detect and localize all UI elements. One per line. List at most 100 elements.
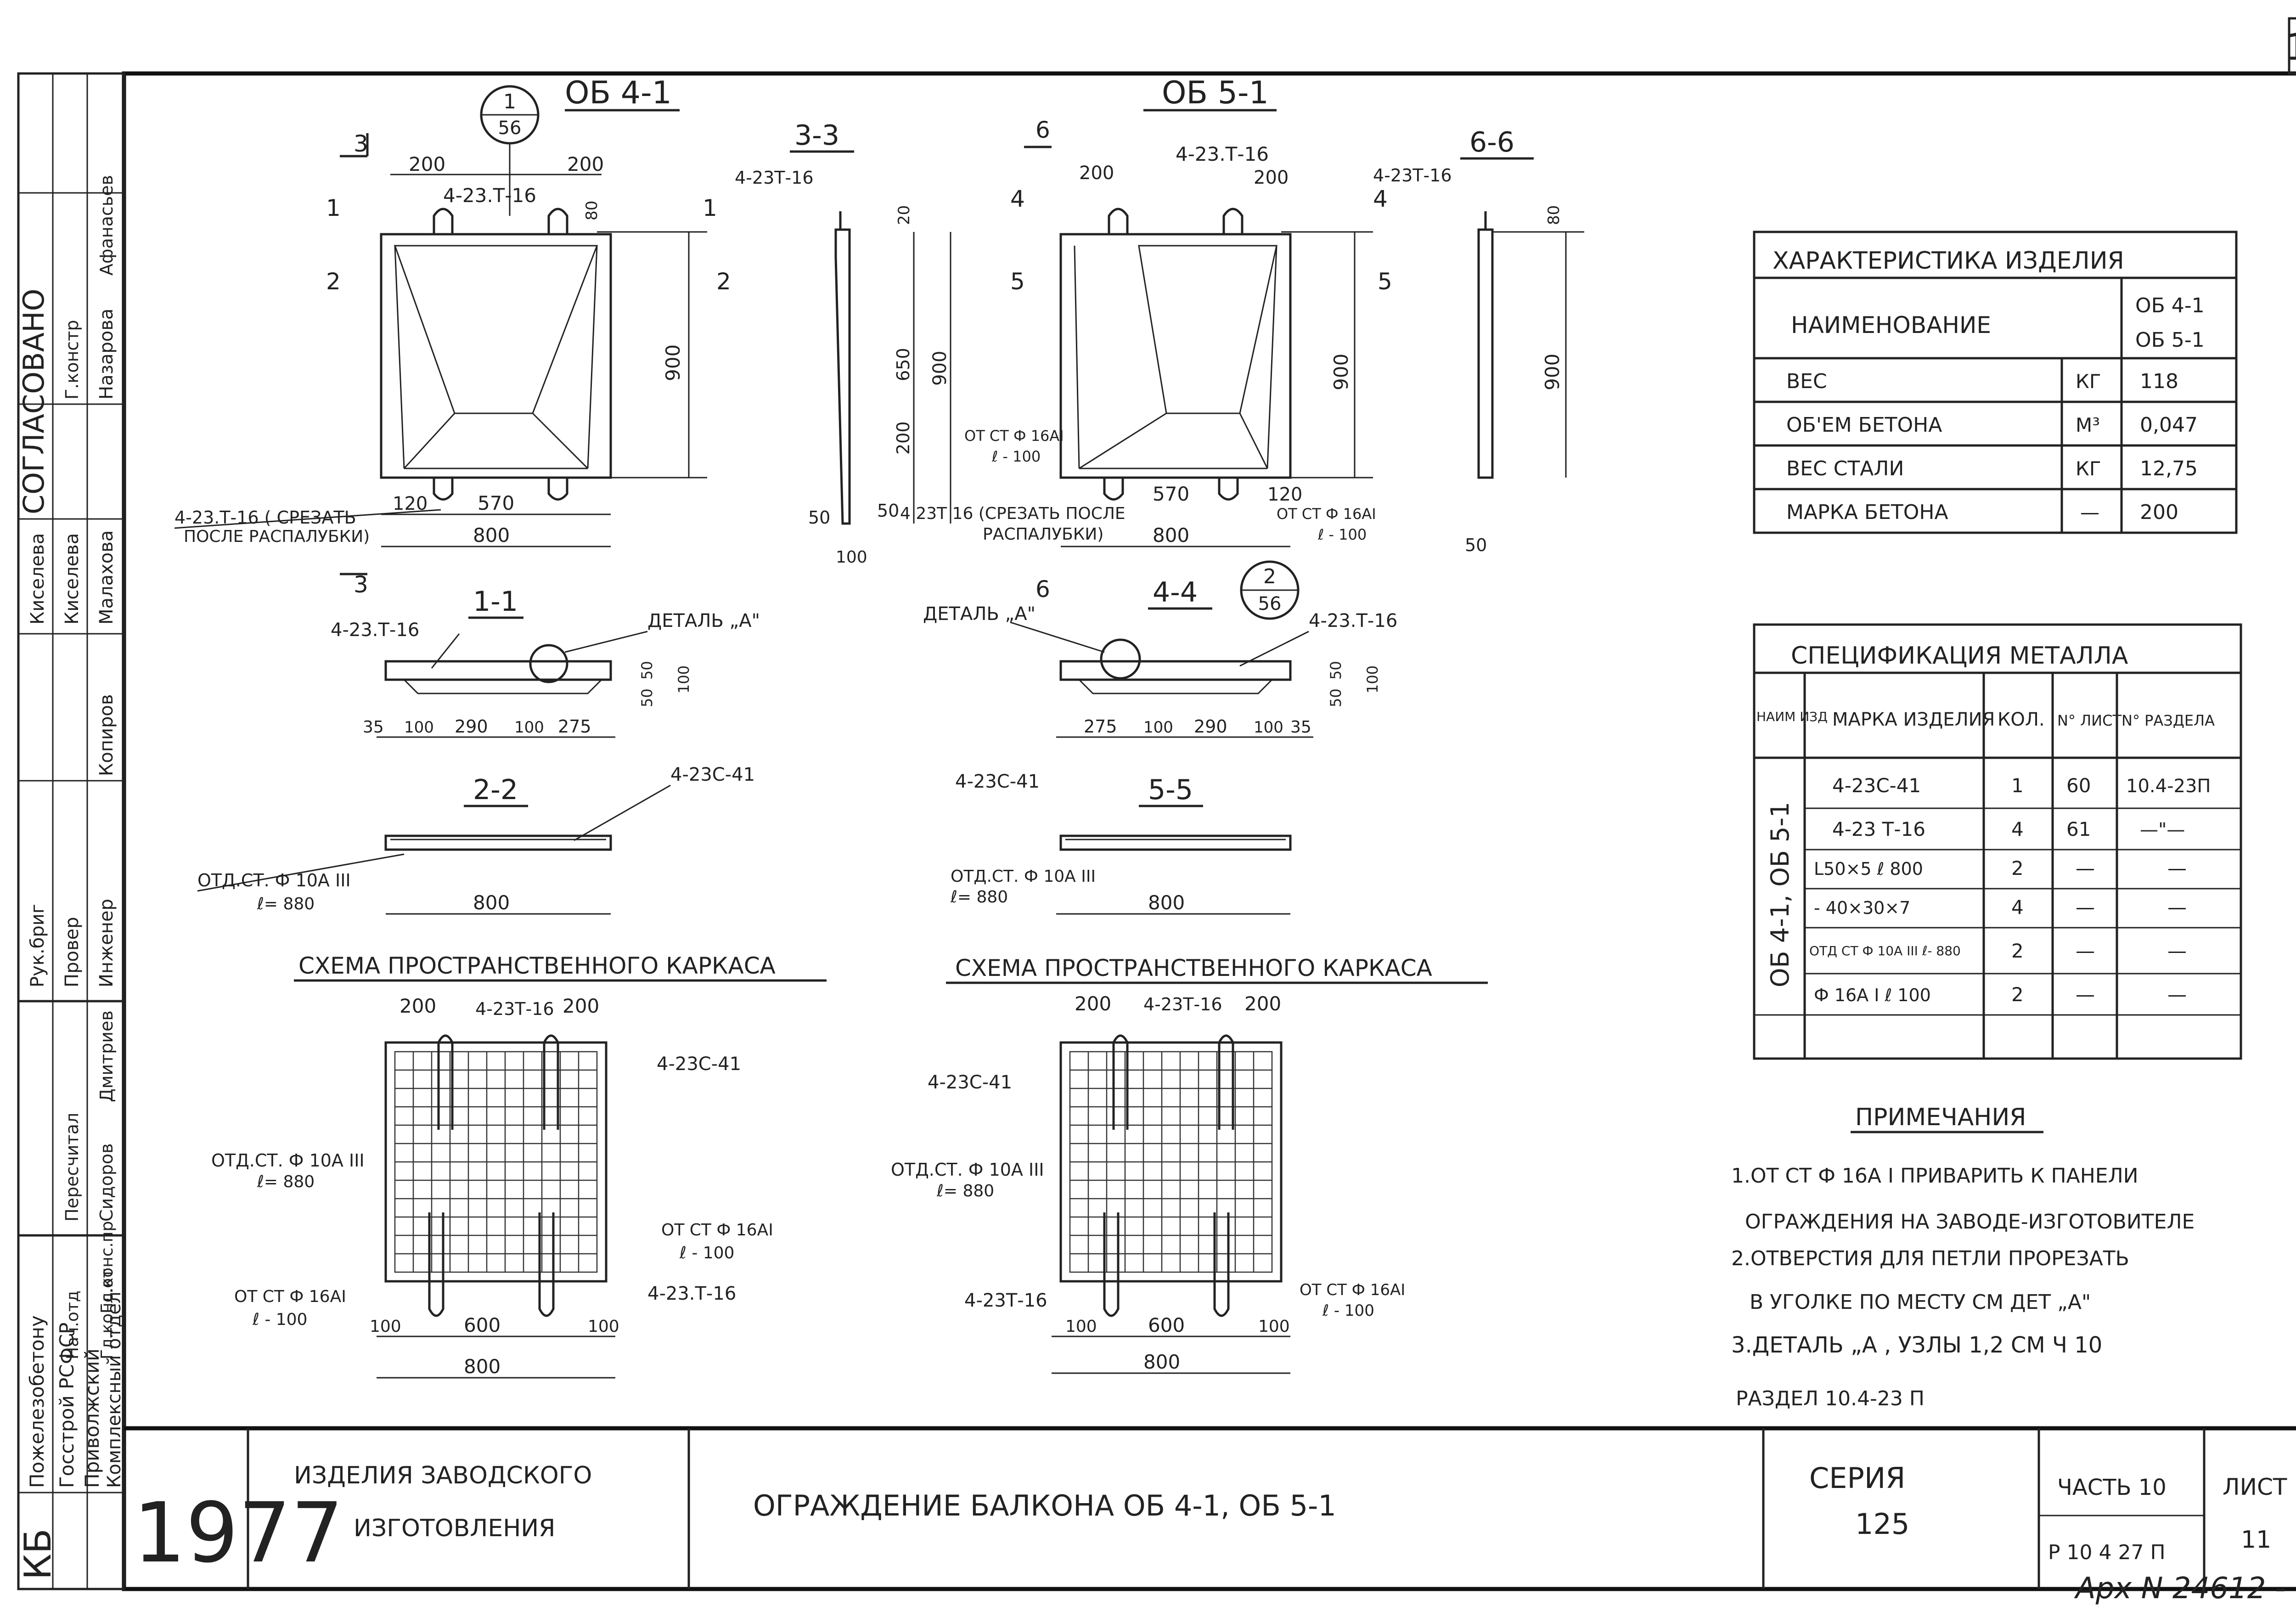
frame1-bar16-a: ОТ СТ Ф 16АI xyxy=(661,1221,773,1240)
frame1-d200b: 200 xyxy=(563,995,599,1017)
spec-r0-mark: 4-23С-41 xyxy=(1832,774,1921,797)
spec-title: СПЕЦИФИКАЦИЯ МЕТАЛЛА xyxy=(1791,642,2128,670)
characteristics-table: ХАРАКТЕРИСТИКА ИЗДЕЛИЯ НАИМЕНОВАНИЕ ОБ 4… xyxy=(1753,231,2238,534)
drawing-code: Р 10 4 27 П xyxy=(2048,1541,2166,1564)
spec-r4-section: — xyxy=(2167,940,2187,962)
sec33-dim-20: 20 xyxy=(895,205,913,225)
spec-h4: N° РАЗДЕЛА xyxy=(2122,712,2215,729)
spec-h3: N° ЛИСТ xyxy=(2057,712,2122,729)
role-0: Рук.бриг xyxy=(27,904,48,987)
sec33-bar16-b: ℓ - 100 xyxy=(991,448,1041,465)
notes-title: ПРИМЕЧАНИЯ xyxy=(1855,1104,2026,1131)
cut1-left: 1 xyxy=(326,195,341,221)
note-5: РАЗДЕЛ 10.4-23 П xyxy=(1736,1387,1925,1410)
bubble2-top: 2 xyxy=(1263,565,1276,588)
archive-number: Арх N 24612 - 12 xyxy=(2074,1572,2296,1606)
cut3-top: 3 xyxy=(354,130,368,157)
spec-r2-sheet: — xyxy=(2076,857,2095,879)
sec11-d100c: 100 xyxy=(675,665,692,693)
frame2-bar10-a: ОТД.СТ. Ф 10А III xyxy=(891,1160,1044,1180)
logo: КБ xyxy=(17,1528,59,1580)
ob41-dim-800: 800 xyxy=(473,524,510,547)
cut2-left: 2 xyxy=(326,268,341,295)
notes: ПРИМЕЧАНИЯ 1.ОТ СТ Ф 16А I ПРИВАРИТЬ К П… xyxy=(1731,1104,2195,1410)
spec-r5-mark: Ф 16А I ℓ 100 xyxy=(1814,985,1931,1005)
char-row0-value: 118 xyxy=(2140,370,2178,393)
char-row2-value: 12,75 xyxy=(2140,457,2198,480)
frame2-d100b: 100 xyxy=(1258,1317,1290,1336)
ob41-dim-200-right: 200 xyxy=(567,153,604,175)
ob51-bar16-a: ОТ СТ Ф 16АI xyxy=(1277,505,1376,523)
specification-table: СПЕЦИФИКАЦИЯ МЕТАЛЛА НАИМ ИЗД МАРКА ИЗДЕ… xyxy=(1753,623,2242,1060)
spec-r4-qty: 2 xyxy=(2011,940,2024,962)
note-0: 1.ОТ СТ Ф 16А I ПРИВАРИТЬ К ПАНЕЛИ xyxy=(1731,1164,2138,1188)
sec33-bar16-a: ОТ СТ Ф 16АI xyxy=(964,427,1064,445)
sec44-d100a: 100 xyxy=(1143,718,1173,737)
frame-scheme-ob51: СХЕМА ПРОСТРАНСТВЕННОГО КАРКАСА 200 4-23… xyxy=(891,955,1488,1374)
org-1: Госстрой РСФСР xyxy=(56,1323,78,1488)
spec-r2-qty: 2 xyxy=(2011,857,2024,879)
ob41-title: ОБ 4-1 xyxy=(565,75,672,111)
frame2-loop: 4-23Т-16 xyxy=(1143,994,1222,1014)
ob51-loop-label: 4-23.Т-16 xyxy=(1176,143,1269,165)
ob51-front-view: ОБ 5-1 4-23.Т-16 200 200 900 570 120 800… xyxy=(1010,75,1392,603)
note-1: ОГРАЖДЕНИЯ НА ЗАВОДЕ-ИЗГОТОВИТЕЛЕ xyxy=(1745,1210,2195,1234)
bubble1-top: 1 xyxy=(503,90,516,113)
sec11-d290: 290 xyxy=(455,716,488,737)
role3-1: Сидоров xyxy=(96,1143,117,1222)
ob41-loop-label: 4-23.Т-16 xyxy=(443,184,536,207)
spec-r0-qty: 1 xyxy=(2011,774,2024,797)
ob41-dim-200-left: 200 xyxy=(409,153,445,175)
frame1-mesh: 4-23С-41 xyxy=(657,1054,741,1075)
name-0: Киселева xyxy=(27,533,48,625)
char-row1-value: 0,047 xyxy=(2140,413,2198,437)
sec33-dim-100: 100 xyxy=(836,548,867,567)
frame2-d200a: 200 xyxy=(1075,992,1111,1015)
spec-h2: КОЛ. xyxy=(1998,709,2045,730)
section-4-4: 4-4 2 56 ДЕТАЛЬ „А" 4-23.Т-16 275 100 29… xyxy=(923,560,1397,738)
spec-r0-section: 10.4-23П xyxy=(2126,776,2211,797)
sec11-d35: 35 xyxy=(363,718,384,737)
category-1: ИЗДЕЛИЯ ЗАВОДСКОГО xyxy=(294,1462,592,1489)
role4-2: Гл.конс.пр xyxy=(98,1221,117,1313)
frame1-bar16-d: ℓ - 100 xyxy=(252,1310,307,1329)
page-number: 12 xyxy=(2285,26,2296,68)
cut4-right: 4 xyxy=(1373,186,1388,212)
frame1-d200a: 200 xyxy=(400,995,436,1017)
sec55-bar10-a: ОТД.СТ. Ф 10А III xyxy=(951,867,1096,886)
sec55-mesh: 4-23С-41 xyxy=(955,771,1040,792)
note-2: 2.ОТВЕРСТИЯ ДЛЯ ПЕТЛИ ПРОРЕЗАТЬ xyxy=(1731,1247,2129,1270)
section-2-2: 2-2 4-23С-41 ОТД.СТ. Ф 10А III ℓ= 880 80… xyxy=(197,764,755,915)
cut2-right: 2 xyxy=(716,268,731,295)
sec44-detail: ДЕТАЛЬ „А" xyxy=(923,603,1035,625)
frame1-d600: 600 xyxy=(464,1314,501,1336)
ob51-dim-120: 120 xyxy=(1267,484,1302,505)
ob51-title: ОБ 5-1 xyxy=(1162,75,1269,111)
sec11-detail: ДЕТАЛЬ „А" xyxy=(647,610,760,631)
series-label: СЕРИЯ xyxy=(1809,1461,1905,1495)
sec44-d35: 35 xyxy=(1290,718,1311,737)
frame1-bar16-c: ОТ СТ Ф 16АI xyxy=(234,1287,346,1306)
sec44-title: 4-4 xyxy=(1153,576,1198,609)
char-title: ХАРАКТЕРИСТИКА ИЗДЕЛИЯ xyxy=(1773,247,2124,275)
spec-r1-section: —"— xyxy=(2140,819,2185,840)
cut1-right: 1 xyxy=(703,195,717,221)
role2-1: Афанасьев xyxy=(96,175,117,276)
panel-outline-2 xyxy=(1059,233,1292,479)
spec-r5-section: — xyxy=(2167,983,2187,1006)
sheet-label: ЛИСТ xyxy=(2223,1474,2287,1500)
org-3: Комплексный отдел xyxy=(104,1291,125,1488)
char-row0-name: ВЕС xyxy=(1786,370,1827,393)
spec-r5-qty: 2 xyxy=(2011,983,2024,1006)
frame1-d100a: 100 xyxy=(370,1317,401,1336)
frame1-title: СХЕМА ПРОСТРАНСТВЕННОГО КАРКАСА xyxy=(298,952,776,979)
section-3-3: 3-3 4-23Т-16 650 900 200 20 50 100 50 ОТ… xyxy=(735,119,1125,567)
sec33-dim-50b: 50 xyxy=(877,501,899,521)
sec44-d290: 290 xyxy=(1194,716,1227,737)
sec44-d50b: 50 xyxy=(1327,688,1345,707)
sec11-d50a: 50 xyxy=(638,661,656,680)
frame1-bar10-b: ℓ= 880 xyxy=(257,1172,315,1191)
cut5-left: 5 xyxy=(1010,268,1025,295)
char-product-1: ОБ 5-1 xyxy=(2135,328,2205,352)
spec-group: ОБ 4-1, ОБ 5-1 xyxy=(1766,802,1795,987)
